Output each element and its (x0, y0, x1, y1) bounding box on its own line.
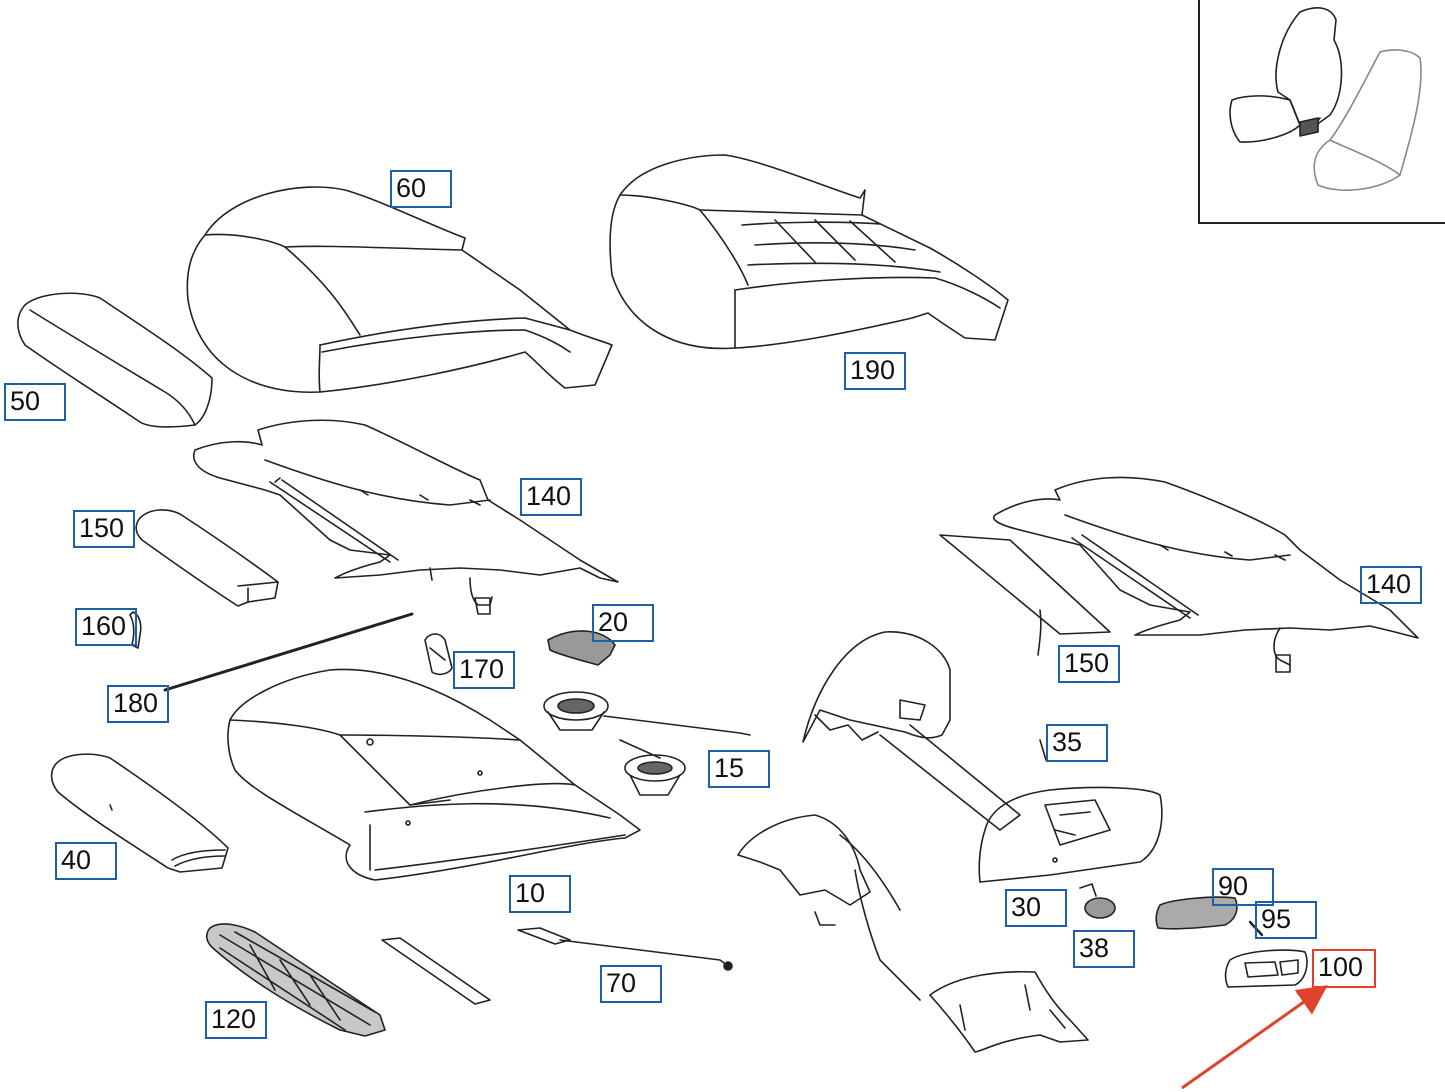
callout-15[interactable]: 15 (708, 750, 770, 788)
callout-40[interactable]: 40 (55, 842, 117, 880)
callout-20[interactable]: 20 (592, 604, 654, 642)
callout-50[interactable]: 50 (4, 383, 66, 421)
part-160-clip (129, 611, 142, 649)
callout-30[interactable]: 30 (1005, 889, 1067, 927)
callout-140-right[interactable]: 140 (1360, 566, 1422, 604)
part-60-seat-cover (186, 186, 613, 394)
strip (381, 937, 491, 1005)
part-180-wire (163, 612, 414, 692)
callout-120[interactable]: 120 (205, 1001, 267, 1039)
callout-140-left[interactable]: 140 (520, 478, 582, 516)
part-40-bolster (50, 753, 229, 873)
part-170-clip (424, 633, 453, 676)
callout-90[interactable]: 90 (1212, 868, 1274, 906)
callout-60[interactable]: 60 (390, 170, 452, 208)
callout-35[interactable]: 35 (1046, 724, 1108, 762)
part-140-right-shell (993, 476, 1419, 673)
part-140-left-shell (193, 419, 619, 615)
callout-190[interactable]: 190 (844, 352, 906, 390)
part-20-mat (547, 630, 616, 666)
inset-frame (1198, 0, 1445, 224)
part-150-right-panel (939, 534, 1111, 656)
part-100-bezel (1224, 949, 1308, 988)
part-30-side-frame (802, 631, 1163, 883)
callout-70[interactable]: 70 (600, 965, 662, 1003)
part-190-seat-cushion (609, 154, 1009, 350)
callout-150-right[interactable]: 150 (1058, 645, 1120, 683)
part-38-bolt (1079, 883, 1116, 919)
callout-150-left[interactable]: 150 (73, 510, 135, 548)
callout-10[interactable]: 10 (509, 875, 571, 913)
part-50-bolster (17, 292, 213, 428)
callout-100-highlighted[interactable]: 100 (1312, 949, 1376, 988)
callout-160[interactable]: 160 (75, 608, 137, 646)
lower-frame (737, 814, 1089, 1053)
part-10-seat-pan (227, 668, 641, 881)
inset-seat-thumbnail (1229, 7, 1422, 191)
callout-95[interactable]: 95 (1255, 901, 1317, 939)
callout-38[interactable]: 38 (1073, 930, 1135, 968)
part-150-left-pad (135, 509, 279, 607)
part-120-tray (205, 923, 386, 1037)
callout-170[interactable]: 170 (453, 651, 515, 689)
callout-180[interactable]: 180 (107, 685, 169, 723)
part-15-fans (543, 691, 751, 796)
part-70-cable (517, 927, 733, 971)
